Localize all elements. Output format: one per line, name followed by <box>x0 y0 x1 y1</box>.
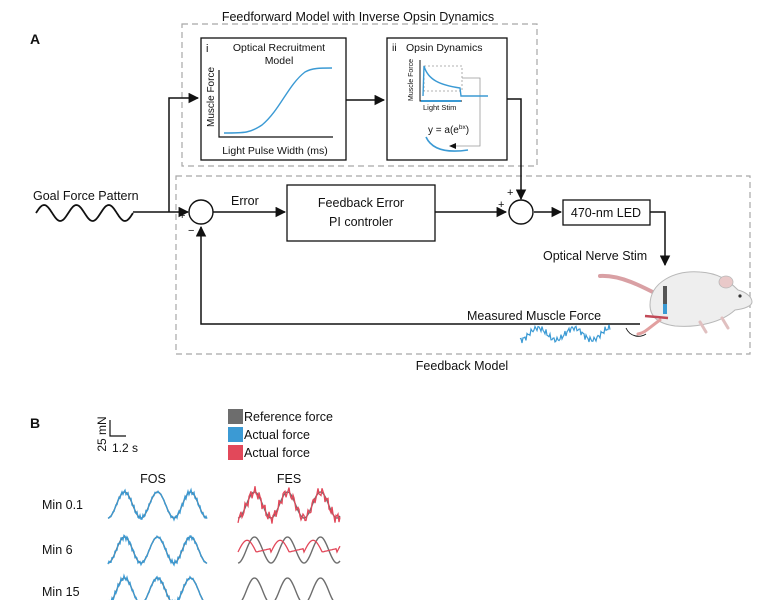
led-label: 470-nm LED <box>571 206 641 220</box>
force-traces <box>107 486 341 600</box>
row-label-min-0-1: Min 0.1 <box>42 498 83 512</box>
feedforward-title: Feedforward Model with Inverse Opsin Dyn… <box>222 10 494 24</box>
fes-reference-trace <box>237 491 341 519</box>
mouse-front-legs <box>698 316 730 334</box>
panel-b-label: B <box>30 415 40 431</box>
fos-actual-trace <box>107 487 208 522</box>
subpanel-ii-ylabel: Muscle Force <box>408 59 415 101</box>
scale-bar <box>109 420 126 437</box>
fes-reference-trace <box>237 536 341 564</box>
measured-force-label: Measured Muscle Force <box>467 309 601 323</box>
movement-arrow <box>625 327 647 337</box>
measured-force-trace <box>519 324 611 344</box>
feedback-box <box>175 175 751 355</box>
mouse-illustration <box>598 271 753 337</box>
subpanel-opsin-dynamics: ii Opsin Dynamics Muscle Force Light Sti… <box>386 37 508 161</box>
feedforward-box <box>181 23 538 167</box>
arrow-led-to-mouse <box>650 211 671 267</box>
legend-label-actual-fos: Actual force <box>244 428 310 442</box>
subpanel-i-title-2: Model <box>265 55 294 67</box>
fos-reference-trace <box>111 577 204 600</box>
legend-label-actual-fes: Actual force <box>244 446 310 460</box>
opsin-decay-curve <box>422 65 488 97</box>
sum2-plus-top: + <box>507 187 513 199</box>
recruitment-curve <box>223 67 333 134</box>
subpanel-i-title-1: Optical Recruitment <box>233 42 325 54</box>
fos-actual-trace <box>108 573 204 600</box>
controller-label-1: Feedback Error <box>318 196 404 210</box>
mouse-nerve <box>644 314 669 320</box>
feedback-model-label: Feedback Model <box>416 359 508 373</box>
column-label-fos: FOS <box>140 472 166 486</box>
mouse-hind-leg <box>636 318 662 336</box>
feedback-arrow <box>195 225 640 325</box>
column-label-fes: FES <box>277 472 301 486</box>
subpanel-optical-recruitment: i Optical Recruitment Model Muscle Force… <box>200 37 347 161</box>
mouse-ear <box>718 275 734 289</box>
controller-box <box>286 184 436 242</box>
subpanel-i-axes <box>218 70 333 138</box>
legend: Reference force Actual force Actual forc… <box>228 409 333 460</box>
sum1-plus: + <box>179 210 185 222</box>
mouse-eye <box>738 294 742 298</box>
legend-swatch-actual-fes <box>228 445 243 460</box>
optical-nerve-stim-label: Optical Nerve Stim <box>543 249 647 263</box>
subpanel-ii-roman: ii <box>392 42 397 54</box>
legend-swatch-actual-fos <box>228 427 243 442</box>
light-stim-label: Light Stim <box>423 103 456 112</box>
summing-junction-output <box>508 199 534 225</box>
row-label-min-15: Min 15 <box>42 585 80 599</box>
sum2-plus-left: + <box>498 199 504 211</box>
inverse-curve <box>425 136 469 152</box>
scale-y-label: 25 mN <box>95 416 109 451</box>
legend-label-reference: Reference force <box>244 410 333 424</box>
fes-reference-trace <box>241 577 334 600</box>
optical-fiber-tip <box>663 304 667 314</box>
subpanel-i-roman: i <box>206 43 208 55</box>
arrow-to-recruitment <box>168 92 200 212</box>
subpanel-i-xlabel: Light Pulse Width (ms) <box>222 145 328 157</box>
led-box <box>562 199 651 226</box>
summing-junction-error <box>188 199 214 225</box>
fos-reference-trace <box>107 491 208 519</box>
scale-x-label: 1.2 s <box>112 441 138 455</box>
row-label-min-6: Min 6 <box>42 543 73 557</box>
opsin-equation: y = a(ebx) <box>428 124 469 136</box>
legend-swatch-reference <box>228 409 243 424</box>
goal-force-label: Goal Force Pattern <box>33 189 139 203</box>
fos-actual-trace <box>107 534 208 567</box>
fes-actual-trace <box>237 486 341 524</box>
fes-actual-trace <box>237 539 341 554</box>
controller-label-2: PI controler <box>329 215 393 229</box>
goal-force-wave <box>35 204 134 222</box>
subpanel-ii-title: Opsin Dynamics <box>406 42 482 54</box>
error-label: Error <box>231 194 259 208</box>
arrow-to-sum2 <box>507 98 527 201</box>
sum1-minus: − <box>188 225 194 237</box>
optical-fiber <box>663 286 667 310</box>
subpanel-i-ylabel: Muscle Force <box>206 67 217 127</box>
panel-a-label: A <box>30 31 40 47</box>
